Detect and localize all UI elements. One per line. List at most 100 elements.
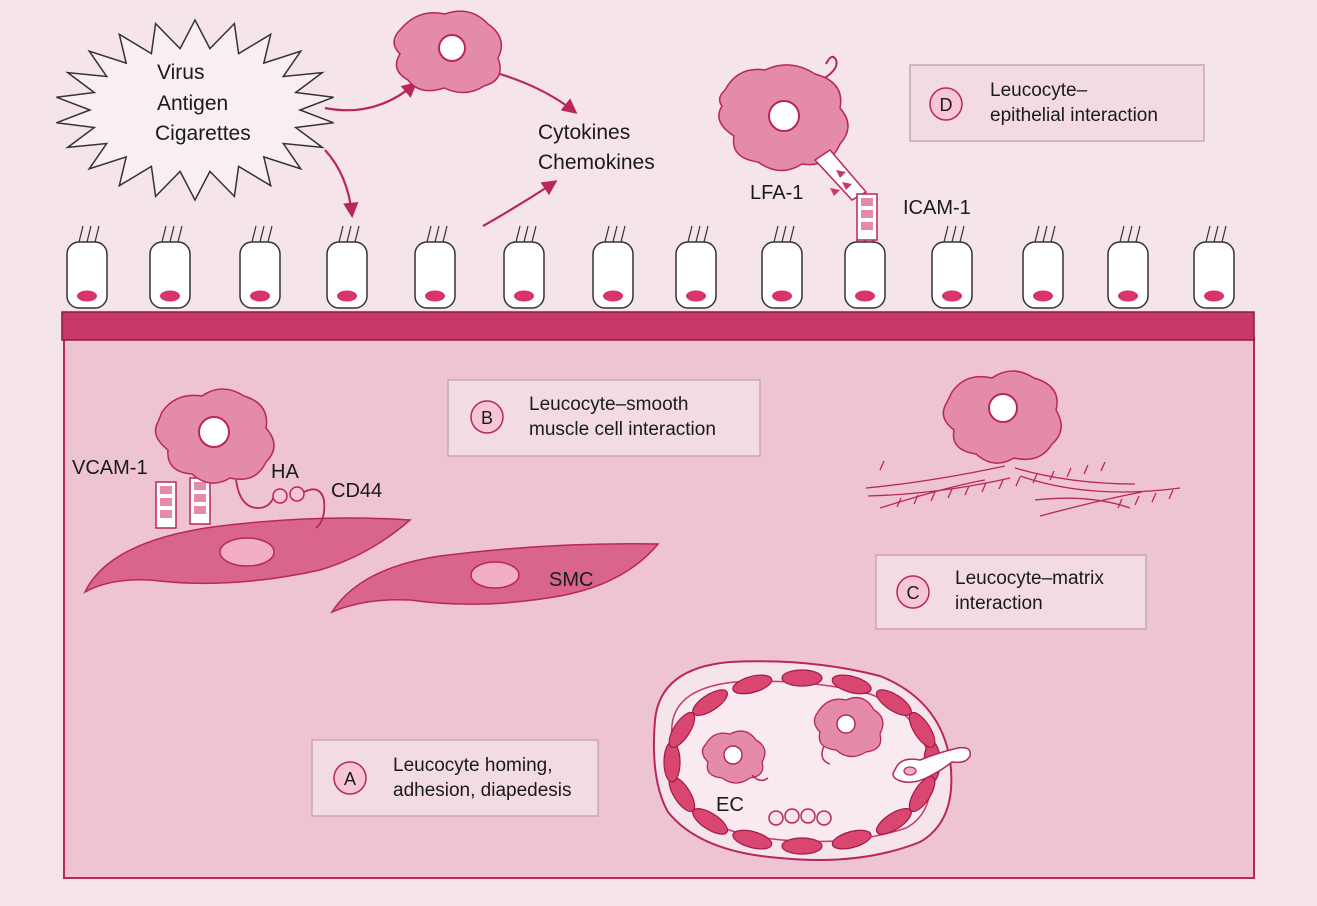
- cilium: [169, 225, 175, 243]
- cilium: [94, 225, 100, 243]
- cilia: [426, 225, 448, 243]
- epithelial-cell-nucleus: [337, 290, 357, 302]
- epithelial-cell-nucleus: [1033, 290, 1053, 302]
- endothelial-cell: [692, 689, 729, 716]
- icam1-label: ICAM-1: [903, 197, 971, 219]
- vessel-leucocyte-1-tail: [751, 774, 769, 782]
- epithelial-cell: [1107, 225, 1149, 309]
- cilia: [1119, 225, 1141, 243]
- arrow-stimulus-to-epithelium: [324, 149, 359, 219]
- vessel-leucocyte-2-nucleus: [836, 714, 856, 734]
- icam1-segment-3: [861, 222, 873, 230]
- cilium: [1050, 225, 1056, 243]
- blood-vessel-group: EC: [652, 660, 971, 861]
- cilium: [604, 225, 610, 243]
- endothelial-cell: [663, 741, 681, 783]
- label-d-letter: D: [940, 95, 953, 115]
- cilium: [531, 225, 537, 243]
- smooth-muscle-nucleus-1: [219, 537, 275, 567]
- matrix-fibril: [879, 460, 885, 471]
- vcam1-receptor-2-seg-3: [194, 506, 206, 514]
- epithelial-cell: [326, 225, 368, 309]
- label-d-line-1: Leucocyte–: [990, 80, 1088, 101]
- endothelial-cell: [875, 808, 912, 835]
- epithelial-cell: [239, 225, 281, 309]
- epithelial-cell: [675, 225, 717, 309]
- epithelial-cell-nucleus: [425, 290, 445, 302]
- vcam1-receptor-1-seg-3: [160, 510, 172, 518]
- cilia: [338, 225, 360, 243]
- lfa1-spike-1: [836, 170, 846, 178]
- diapedesis-cell-nucleus: [903, 766, 917, 776]
- epithelial-cell: [149, 225, 191, 309]
- lfa1-spike-3: [830, 188, 840, 196]
- stimulus-line-3: Cigarettes: [155, 122, 251, 145]
- cilia: [515, 225, 537, 243]
- cilia: [78, 225, 100, 243]
- cd44-strand: [303, 488, 326, 529]
- cilium: [1127, 225, 1133, 243]
- label-b-letter: B: [481, 408, 493, 428]
- cilia: [1034, 225, 1056, 243]
- arrow-stimulus-to-leucocyte: [324, 82, 418, 112]
- epithelial-cell: [592, 225, 634, 309]
- cilium: [434, 225, 440, 243]
- cilium: [943, 225, 949, 243]
- epithelial-cell-nucleus: [1118, 290, 1138, 302]
- label-d-line-2: epithelial interaction: [990, 105, 1158, 126]
- matrix-fibril: [1083, 464, 1089, 475]
- cilium: [515, 225, 521, 243]
- epithelial-cell-nucleus: [514, 290, 534, 302]
- smooth-muscle-nucleus-2: [470, 561, 520, 589]
- matrix-fibre: [879, 479, 986, 509]
- label-b-line-1: Leucocyte–smooth: [529, 394, 689, 415]
- matrix-fibre: [1034, 497, 1131, 509]
- cilium: [442, 225, 448, 243]
- cilium: [251, 225, 257, 243]
- leucocyte-nucleus-d: [768, 100, 800, 132]
- leucocyte-top: [393, 10, 503, 94]
- epithelial-layer: [66, 225, 1235, 309]
- epithelial-cell: [414, 225, 456, 309]
- leucocyte-tail-d: [817, 55, 838, 83]
- label-c-letter: C: [907, 583, 920, 603]
- ha-bead-2: [289, 486, 305, 502]
- matrix-fibril: [1168, 489, 1174, 500]
- cilium: [346, 225, 352, 243]
- cilium: [78, 225, 84, 243]
- cilium: [773, 225, 779, 243]
- endothelial-cells: [663, 669, 941, 855]
- cilium: [1213, 225, 1219, 243]
- cilium: [620, 225, 626, 243]
- vcam1-receptor-1-seg-2: [160, 498, 172, 506]
- matrix-fibril: [981, 482, 987, 493]
- cilium: [959, 225, 965, 243]
- label-box-b: B Leucocyte–smooth muscle cell interacti…: [447, 379, 761, 457]
- cilium: [703, 225, 709, 243]
- cilium: [338, 225, 344, 243]
- vessel-bead-1: [768, 810, 784, 826]
- matrix-fibre: [1019, 475, 1181, 493]
- endothelial-cell: [732, 829, 773, 850]
- cilium: [267, 225, 273, 243]
- epithelial-cell-nucleus: [160, 290, 180, 302]
- label-a-badge: [333, 761, 367, 795]
- endothelial-cell: [781, 837, 823, 855]
- vessel-bead-3: [800, 808, 816, 824]
- matrix-fibril: [930, 491, 936, 502]
- cilium: [695, 225, 701, 243]
- cilium: [523, 225, 529, 243]
- label-b-badge: [470, 400, 504, 434]
- matrix-fibril: [1100, 461, 1106, 472]
- epithelial-cell: [931, 225, 973, 309]
- matrix-fibril: [896, 497, 902, 508]
- leucocyte-epithelial-group: LFA-1 ICAM-1: [718, 55, 971, 241]
- ha-bead-1: [272, 488, 288, 504]
- cilia: [773, 225, 795, 243]
- epithelial-cell: [761, 225, 803, 309]
- matrix-fibril: [1049, 470, 1055, 481]
- label-box-c: C Leucocyte–matrix interaction: [875, 554, 1147, 630]
- cilium: [177, 225, 183, 243]
- smooth-muscle-group: SMC VCAM-1 HA CD44: [72, 388, 660, 614]
